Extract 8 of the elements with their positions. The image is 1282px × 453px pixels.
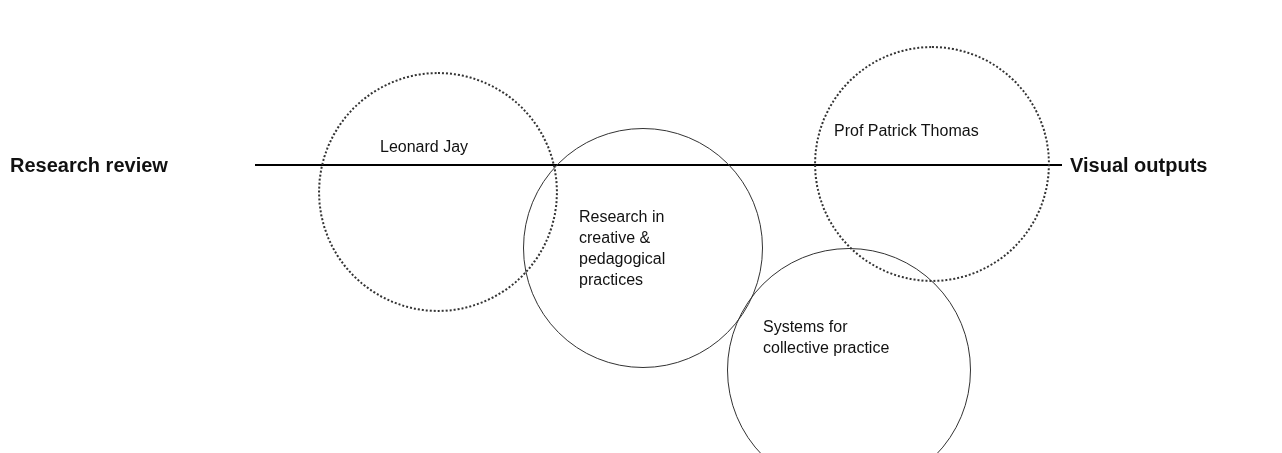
dotted-circle: [318, 72, 558, 312]
circle-label: Research in creative & pedagogical practices: [579, 207, 667, 290]
axis-end-label: Research review: [10, 153, 168, 177]
circle-label: Leonard Jay: [380, 137, 470, 157]
axis-end-label: Visual outputs: [1070, 153, 1208, 177]
circle-label: Prof Patrick Thomas: [834, 121, 980, 141]
dotted-circle: [814, 46, 1050, 282]
circle-label: Systems for collective practice: [763, 317, 891, 358]
